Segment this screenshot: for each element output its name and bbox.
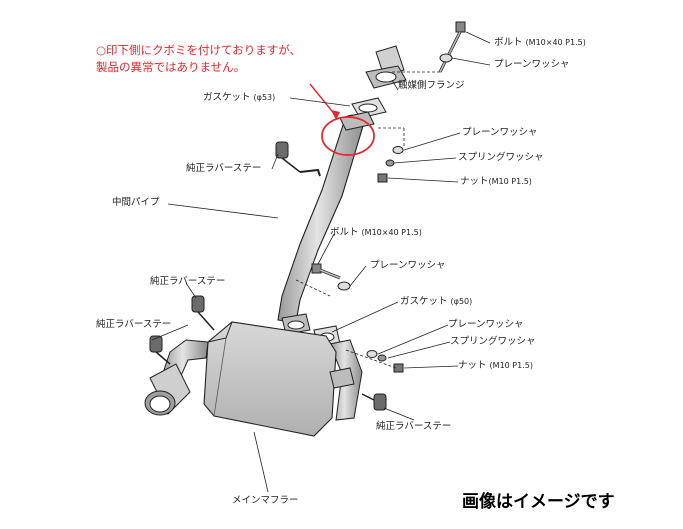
- label-nut-low-spec: (M10 P1.5): [489, 361, 533, 370]
- label-nut-low: ナット (M10 P1.5): [458, 361, 533, 371]
- label-rubber-stay-upper: 純正ラバーステー: [186, 163, 262, 174]
- main-muffler-part: [144, 321, 363, 437]
- plain-washer-right-part: [392, 146, 404, 154]
- label-plain-washer-right: プレーンワッシャ: [462, 127, 538, 138]
- label-nut-right-text: ナット: [460, 176, 489, 187]
- image-disclaimer: 画像はイメージです: [462, 492, 615, 512]
- label-spring-washer-low: スプリングワッシャ: [450, 336, 536, 347]
- nut-right-part: [377, 173, 388, 183]
- spring-washer-low-part: [377, 354, 387, 362]
- label-mid-pipe: 中間パイプ: [112, 197, 160, 208]
- label-main-muffler: メインマフラー: [232, 495, 299, 506]
- label-gasket-50-spec: (φ50): [450, 297, 473, 306]
- label-rubber-stay-left1: 純正ラバーステー: [150, 276, 226, 287]
- label-bolt-top: ボルト (M10×40 P1.5): [494, 38, 586, 48]
- label-bolt-mid-text: ボルト: [330, 227, 359, 238]
- label-bolt-top-text: ボルト: [494, 37, 523, 48]
- dent-highlight-arrow: [309, 83, 340, 120]
- label-gasket-50-text: ガスケット: [400, 296, 448, 307]
- assembly-guide-lines: [295, 71, 440, 369]
- label-nut-right: ナット(M10 P1.5): [460, 177, 532, 187]
- label-nut-right-spec: (M10 P1.5): [488, 177, 532, 186]
- bolt-mid-part: [311, 263, 341, 280]
- dent-highlight-circle: [321, 116, 375, 156]
- rubber-stay-bottom-part: [361, 393, 387, 411]
- label-bolt-mid: ボルト (M10×40 P1.5): [330, 228, 422, 238]
- label-plain-washer-mid: プレーンワッシャ: [370, 260, 446, 271]
- dent-note: ○印下側にクボミを付けておりますが、 製品の異常ではありません。: [96, 42, 301, 76]
- label-gasket-53-spec: (φ53): [253, 93, 276, 102]
- nut-low-part: [393, 363, 404, 373]
- rubber-stay-upper-part: [275, 141, 301, 173]
- catalyst-flange: [365, 65, 407, 89]
- label-gasket-50: ガスケット (φ50): [400, 297, 472, 307]
- label-gasket-53: ガスケット (φ53): [203, 93, 275, 103]
- dent-note-line1: ○印下側にクボミを付けておりますが、: [96, 43, 301, 57]
- label-gasket-53-text: ガスケット: [203, 92, 251, 103]
- label-spring-washer-right: スプリングワッシャ: [458, 152, 544, 163]
- label-bolt-mid-spec: (M10×40 P1.5): [361, 228, 422, 237]
- label-rubber-stay-left2: 純正ラバーステー: [96, 319, 172, 330]
- label-rubber-stay-bottom: 純正ラバーステー: [376, 421, 452, 432]
- plain-washer-low-part: [366, 350, 378, 358]
- dent-note-line2: 製品の異常ではありません。: [96, 60, 246, 74]
- plain-washer-top-part: [439, 53, 453, 63]
- label-bolt-top-spec: (M10×40 P1.5): [525, 38, 586, 47]
- label-plain-washer-top: プレーンワッシャ: [494, 59, 570, 70]
- bolt-top-part: [438, 21, 466, 73]
- label-nut-low-text: ナット: [458, 360, 487, 371]
- spring-washer-right-part: [385, 159, 395, 167]
- plain-washer-mid-part: [337, 281, 351, 291]
- rubber-stay-left1-part: [191, 295, 215, 331]
- label-catalyst-flange: 触媒側フランジ: [398, 80, 465, 91]
- leader-lines: [151, 31, 491, 493]
- label-plain-washer-low: プレーンワッシャ: [448, 319, 524, 330]
